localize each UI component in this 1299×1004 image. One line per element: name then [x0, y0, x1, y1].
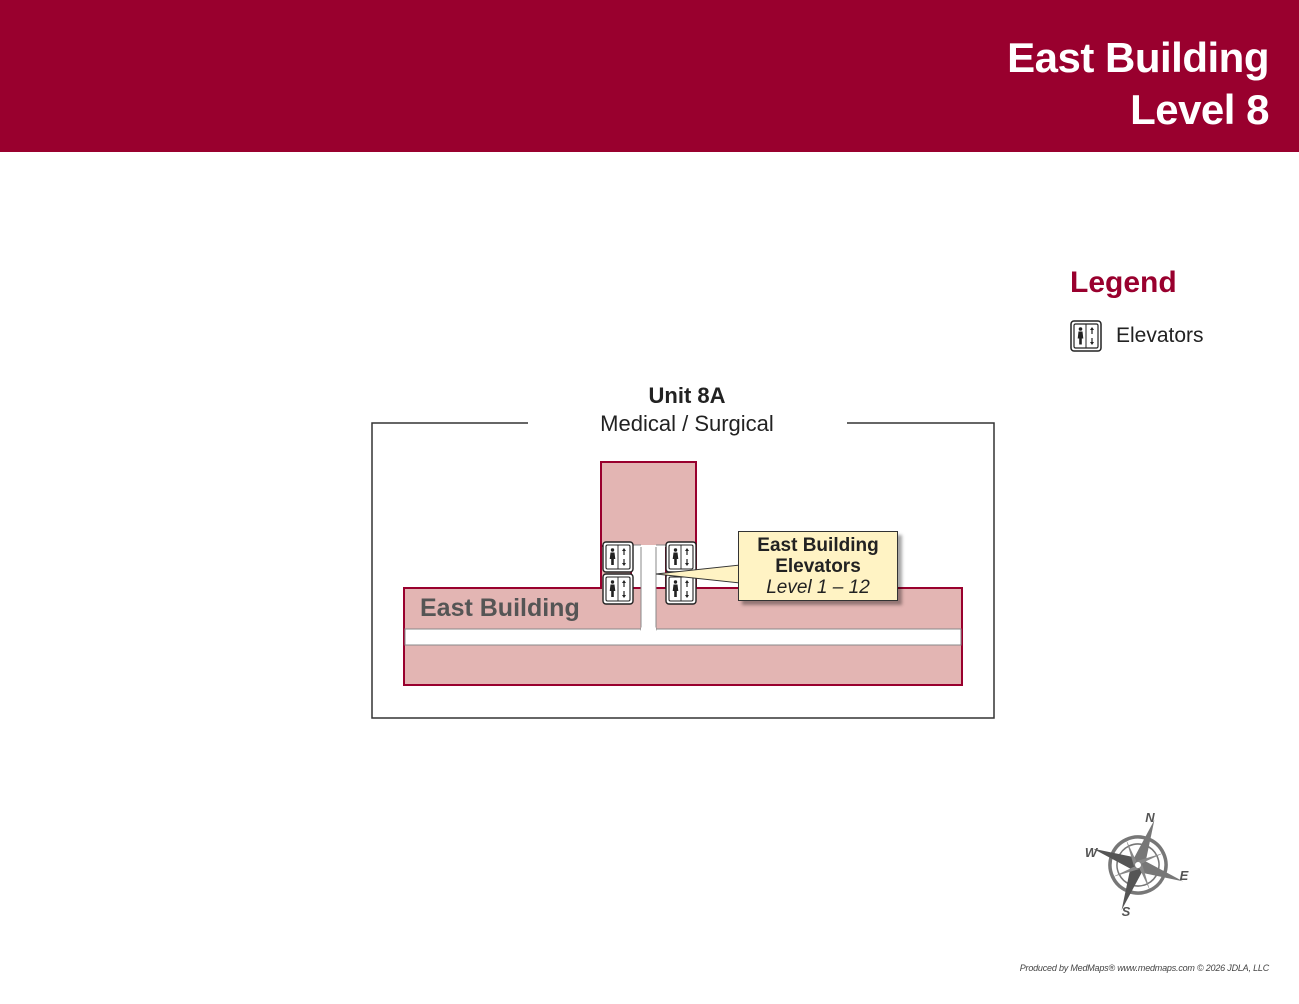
compass-south: S — [1122, 904, 1131, 919]
header-banner: East Building Level 8 — [0, 0, 1299, 152]
credit-line: Produced by MedMaps® www.medmaps.com © 2… — [1019, 963, 1269, 973]
elevator-icon — [602, 541, 634, 573]
elevator-icon — [665, 541, 697, 573]
building-label: East Building — [420, 594, 580, 622]
title-level: Level 8 — [1130, 86, 1269, 133]
corridor-vertical — [640, 545, 657, 631]
unit-boundary — [371, 422, 995, 719]
building-tower — [600, 461, 697, 547]
page-title: East Building Level 8 — [1007, 32, 1269, 136]
title-building: East Building — [1007, 34, 1269, 81]
callout-levels: Level 1 – 12 — [766, 577, 870, 598]
compass-west: W — [1085, 845, 1099, 860]
legend-item-elevators: Elevators — [1070, 320, 1204, 352]
compass-rose — [1092, 819, 1184, 911]
elevator-icon — [602, 573, 634, 605]
corridor-horizontal — [404, 628, 962, 646]
compass-east: E — [1180, 868, 1189, 883]
legend-title: Legend — [1070, 266, 1177, 299]
elevator-icon — [1070, 320, 1102, 352]
callout-title-line2: Elevators — [775, 556, 861, 577]
callout-title-line1: East Building — [757, 535, 879, 556]
unit-name: Unit 8A — [648, 383, 726, 408]
elevator-callout: East Building Elevators Level 1 – 12 — [738, 531, 898, 601]
elevator-icon — [665, 573, 697, 605]
unit-label: Unit 8A Medical / Surgical — [528, 382, 846, 438]
compass-north: N — [1145, 810, 1155, 825]
unit-description: Medical / Surgical — [600, 411, 774, 436]
legend-label-elevators: Elevators — [1116, 324, 1204, 347]
